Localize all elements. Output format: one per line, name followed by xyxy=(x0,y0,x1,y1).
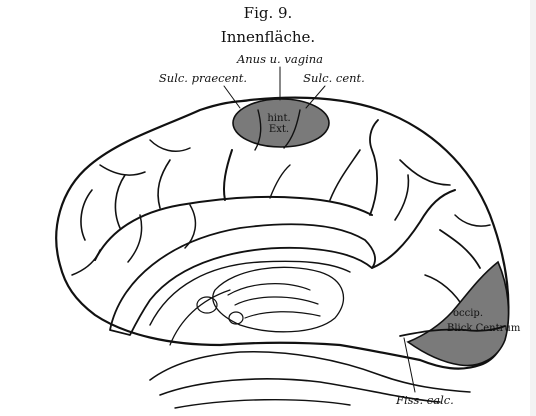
sulcus-branch-6 xyxy=(81,190,92,240)
sulcus-branch-2 xyxy=(370,120,378,215)
leader-sulc-praecent xyxy=(224,86,240,108)
brainstem-outline xyxy=(150,352,470,392)
label-fiss-calc: Fiss. calc. xyxy=(395,393,454,407)
label-hint: hint. xyxy=(267,113,290,124)
sulcus-branch-1 xyxy=(224,150,232,200)
sulcus-branch-4 xyxy=(158,160,170,208)
frontal-sulcus-3 xyxy=(150,140,190,151)
precuneus-sulcus-2 xyxy=(395,175,408,220)
page-edge xyxy=(530,0,536,416)
thalamus-inner-3 xyxy=(245,312,320,318)
frontal-sulcus-1 xyxy=(72,250,100,275)
thalamus-inner-1 xyxy=(228,284,310,295)
label-sulc-cent: Sulc. cent. xyxy=(303,71,365,85)
frontal-sulcus-6 xyxy=(270,165,290,198)
sulcus-branch-3 xyxy=(330,150,360,200)
figure-number: Fig. 9. xyxy=(244,4,293,22)
sulcus-branch-5 xyxy=(115,175,125,228)
thalamus-inner-2 xyxy=(235,297,318,305)
lower-outline-2 xyxy=(175,400,350,408)
label-blick-centrum: Blick Centrum xyxy=(447,323,521,334)
label-anus-vagina: Anus u. vagina xyxy=(236,52,323,66)
thalamus-outline xyxy=(213,267,344,331)
figure-title: Innenfläche. xyxy=(221,28,315,46)
frontal-sulcus-2 xyxy=(100,165,145,175)
label-occip: occip. xyxy=(453,308,483,319)
occipital-sulcus-1 xyxy=(455,215,490,226)
label-sulc-praecent: Sulc. praecent. xyxy=(159,71,247,85)
cuneus-sulcus xyxy=(440,230,480,268)
label-ext: Ext. xyxy=(269,124,289,135)
small-nucleus-1 xyxy=(229,312,243,324)
parieto-occipital-sulcus xyxy=(372,190,455,268)
precuneus-sulcus-1 xyxy=(400,160,450,185)
fornix-curve xyxy=(170,290,230,345)
